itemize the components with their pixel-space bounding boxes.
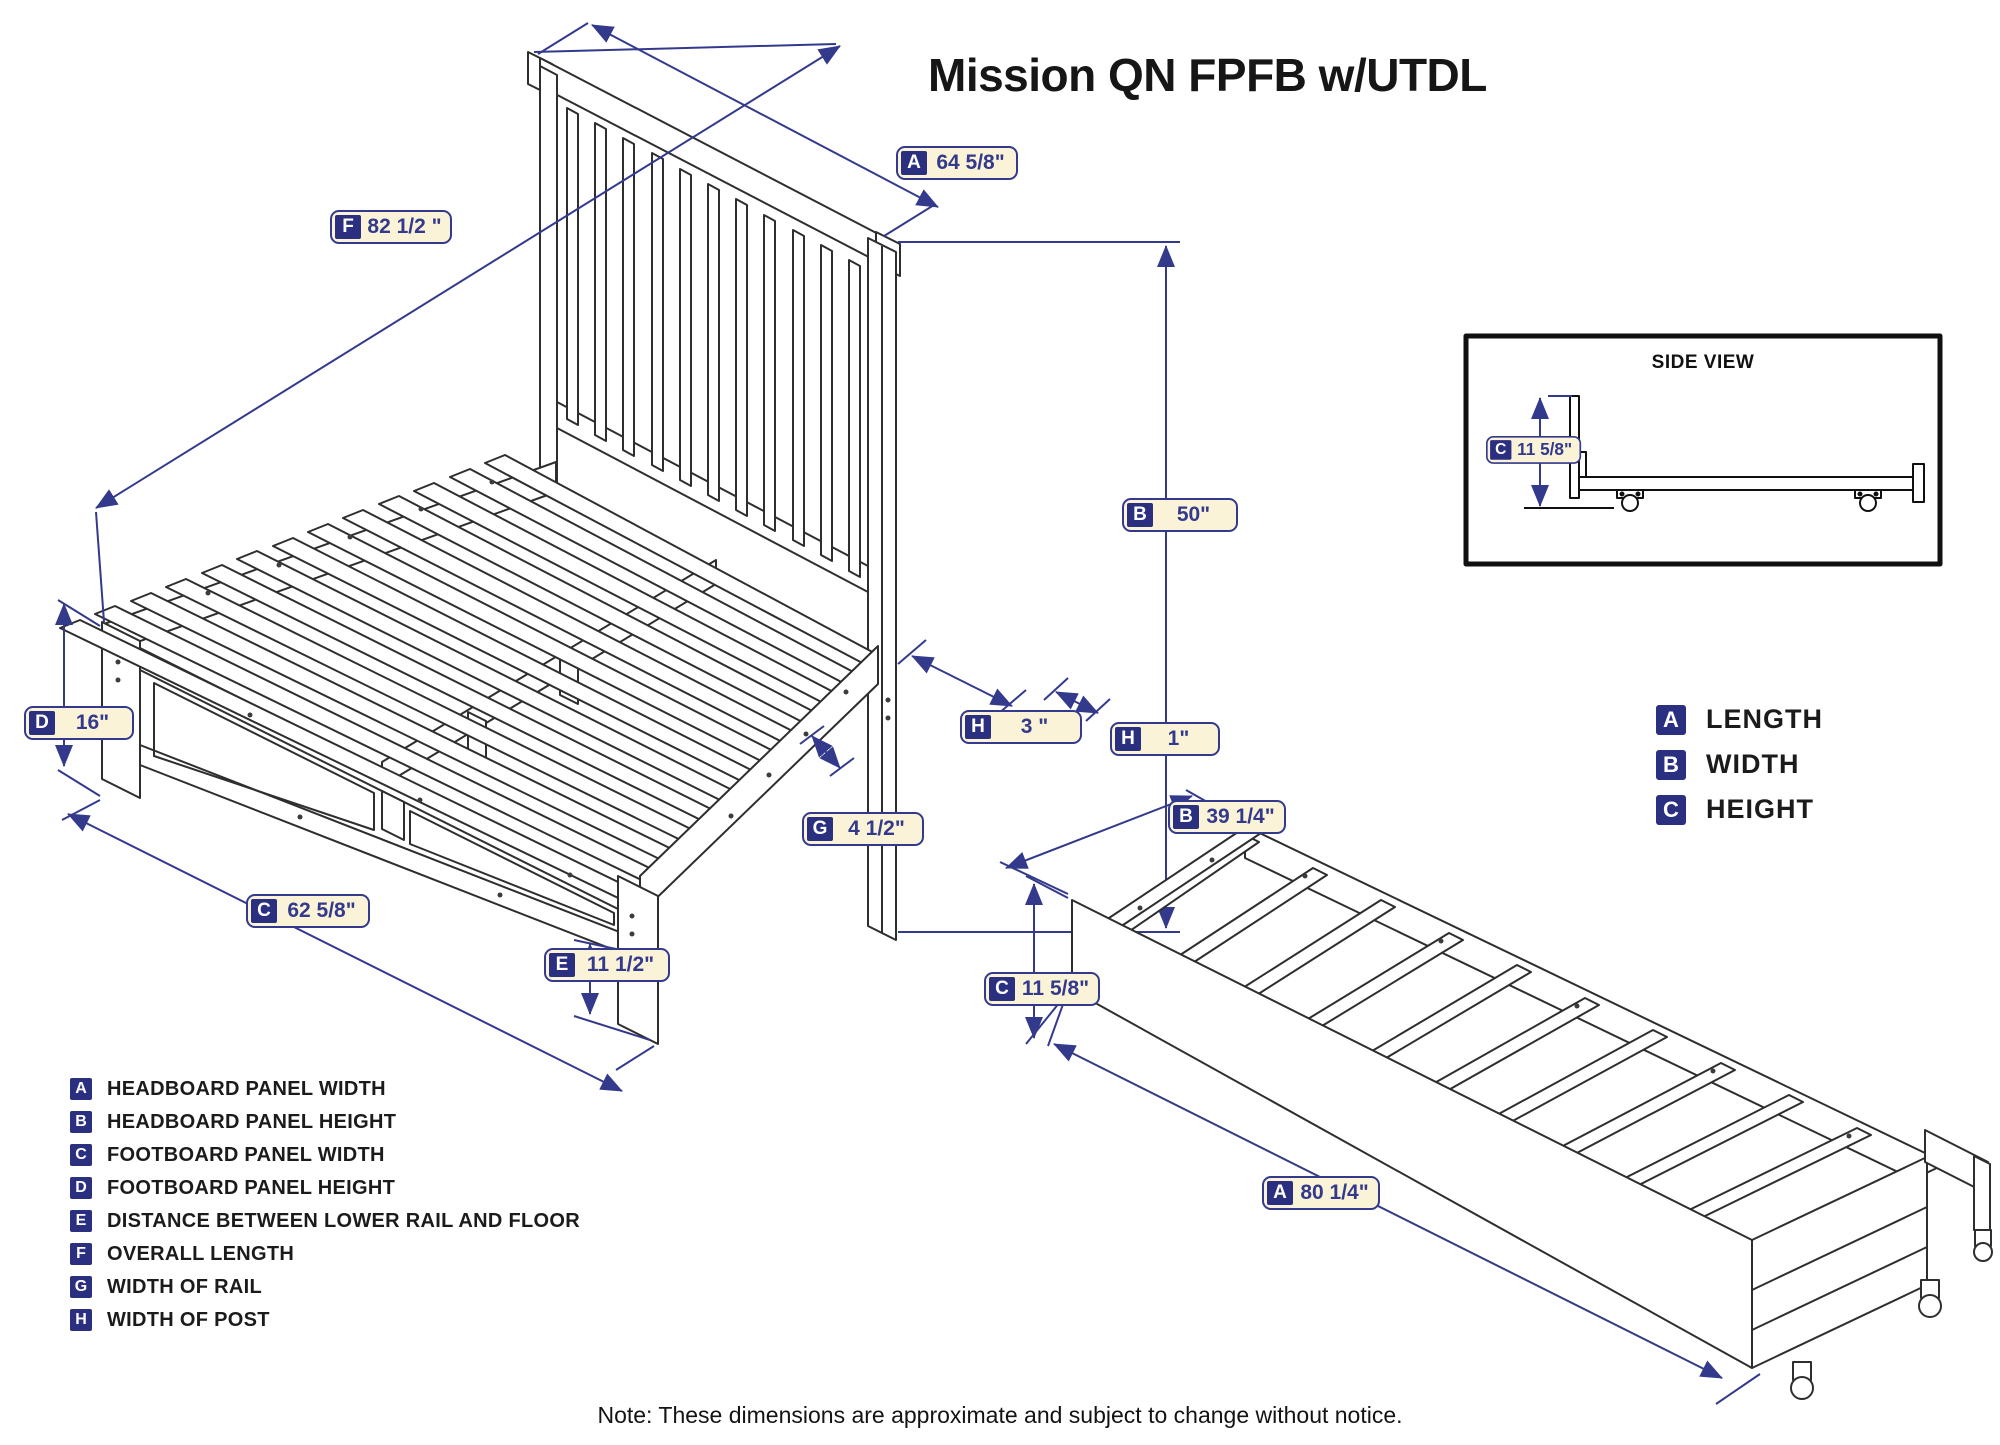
caster-wheel [1616,489,1644,512]
legend-label: WIDTH [1706,749,1800,779]
caster-wheel [1918,1279,1942,1318]
trundle-head-rail [1105,823,1265,928]
dim-value: 11 1/2" [586,953,655,976]
dim-letter: H [1115,727,1141,751]
dim-letter: G [807,817,833,841]
dim-letter: B [1127,503,1153,527]
screw-dots [115,479,891,937]
trundle-foot-end [1751,1156,1928,1369]
legend-letter: E [70,1210,92,1232]
legend-letter: F [70,1243,92,1265]
dim-letter: C [1490,440,1512,460]
dim-letter: F [335,215,361,239]
legend-axis-row: C HEIGHT [1656,794,1823,825]
legend-axis-row: B WIDTH [1656,749,1823,780]
dim-value: 64 5/8" [936,151,1005,174]
legend-label: LENGTH [1706,704,1823,734]
dim-value: 11 5/8" [1517,440,1573,459]
dim-badge-footboard-height: D 16" [24,706,134,740]
legend-label: HEADBOARD PANEL WIDTH [107,1077,386,1100]
legend-axis-row: A LENGTH [1656,704,1823,735]
caster-wheel [1790,1361,1814,1400]
side-view-drawing [1463,333,1943,567]
dim-badge-trundle-width: B 39 1/4" [1168,800,1286,834]
legend-dim-row: A HEADBOARD PANEL WIDTH [70,1078,580,1100]
legend-letter: C [1656,794,1686,825]
dim-badge-overall-length: F 82 1/2 " [330,210,452,244]
dim-badge-sideview-height: C 11 5/8" [1486,436,1582,464]
legend-dim-row: G WIDTH OF RAIL [70,1276,580,1298]
legend-label: HEADBOARD PANEL HEIGHT [107,1110,397,1133]
dim-badge-headboard-height: B 50" [1122,498,1238,532]
legend-label: WIDTH OF RAIL [107,1275,262,1298]
dim-value: 3 " [1020,715,1049,738]
dim-value: 50" [1176,503,1211,526]
legend-dim-row: C FOOTBOARD PANEL WIDTH [70,1144,580,1166]
dim-badge-post-width-3: H 3 " [960,710,1082,744]
trundle-drawing [1071,823,1993,1400]
legend-letter: H [70,1309,92,1331]
dim-value: 4 1/2" [848,817,905,840]
legend-dim-row: E DISTANCE BETWEEN LOWER RAIL AND FLOOR [70,1210,580,1232]
legend-letter: A [1656,704,1686,735]
dim-value: 82 1/2 " [367,215,442,238]
dim-value: 62 5/8" [287,899,356,922]
legend-letter: C [70,1144,92,1166]
legend-letter: A [70,1078,92,1100]
main-bed-drawing [59,51,901,1045]
dim-letter: D [29,711,55,735]
dim-value: 11 5/8" [1021,977,1090,1000]
dim-badge-post-width-1: H 1" [1110,722,1220,756]
dim-letter: A [901,151,927,175]
legend-dim-row: B HEADBOARD PANEL HEIGHT [70,1111,580,1133]
headboard-left-post [539,65,558,501]
side-view-title: SIDE VIEW [1651,352,1755,373]
dim-value: 1" [1167,727,1190,750]
legend-dim-row: D FOOTBOARD PANEL HEIGHT [70,1177,580,1199]
dim-letter: A [1267,1181,1293,1205]
axis-legend: A LENGTH B WIDTH C HEIGHT [1656,704,1823,825]
legend-label: HEIGHT [1706,794,1815,824]
dim-letter: B [1173,805,1199,829]
legend-letter: D [70,1177,92,1199]
caster-wheel [1973,1229,1993,1262]
dim-badge-rail-floor: E 11 1/2" [544,948,670,982]
legend-label: OVERALL LENGTH [107,1242,295,1265]
footer-note: Note: These dimensions are approximate a… [597,1402,1403,1428]
dim-value: 80 1/4" [1300,1181,1369,1204]
dim-badge-trundle-height: C 11 5/8" [984,972,1100,1006]
trundle-bracket [1973,1155,1991,1239]
caster-wheel [1854,489,1882,512]
legend-letter: G [70,1276,92,1298]
dim-letter: H [965,715,991,739]
dim-badge-trundle-length: A 80 1/4" [1262,1176,1380,1210]
dim-badge-headboard-width: A 64 5/8" [896,146,1018,180]
dim-letter: C [989,977,1015,1001]
legend-label: FOOTBOARD PANEL HEIGHT [107,1176,396,1199]
legend-label: DISTANCE BETWEEN LOWER RAIL AND FLOOR [107,1209,580,1232]
side-view-frame [1463,333,1943,567]
dim-badge-rail-width: G 4 1/2" [802,812,924,846]
legend-dim-row: H WIDTH OF POST [70,1309,580,1331]
dim-value: 16" [75,711,110,734]
dim-letter: E [549,953,575,977]
legend-dim-row: F OVERALL LENGTH [70,1243,580,1265]
legend-label: WIDTH OF POST [107,1308,270,1331]
legend-label: FOOTBOARD PANEL WIDTH [107,1143,385,1166]
dim-value: 39 1/4" [1206,805,1275,828]
legend-letter: B [70,1111,92,1133]
dim-letter: C [251,899,277,923]
dimension-key: A HEADBOARD PANEL WIDTH B HEADBOARD PANE… [70,1078,580,1331]
page-title: Mission QN FPFB w/UTDL [928,49,1487,101]
legend-letter: B [1656,749,1686,780]
dim-badge-footboard-width: C 62 5/8" [246,894,370,928]
